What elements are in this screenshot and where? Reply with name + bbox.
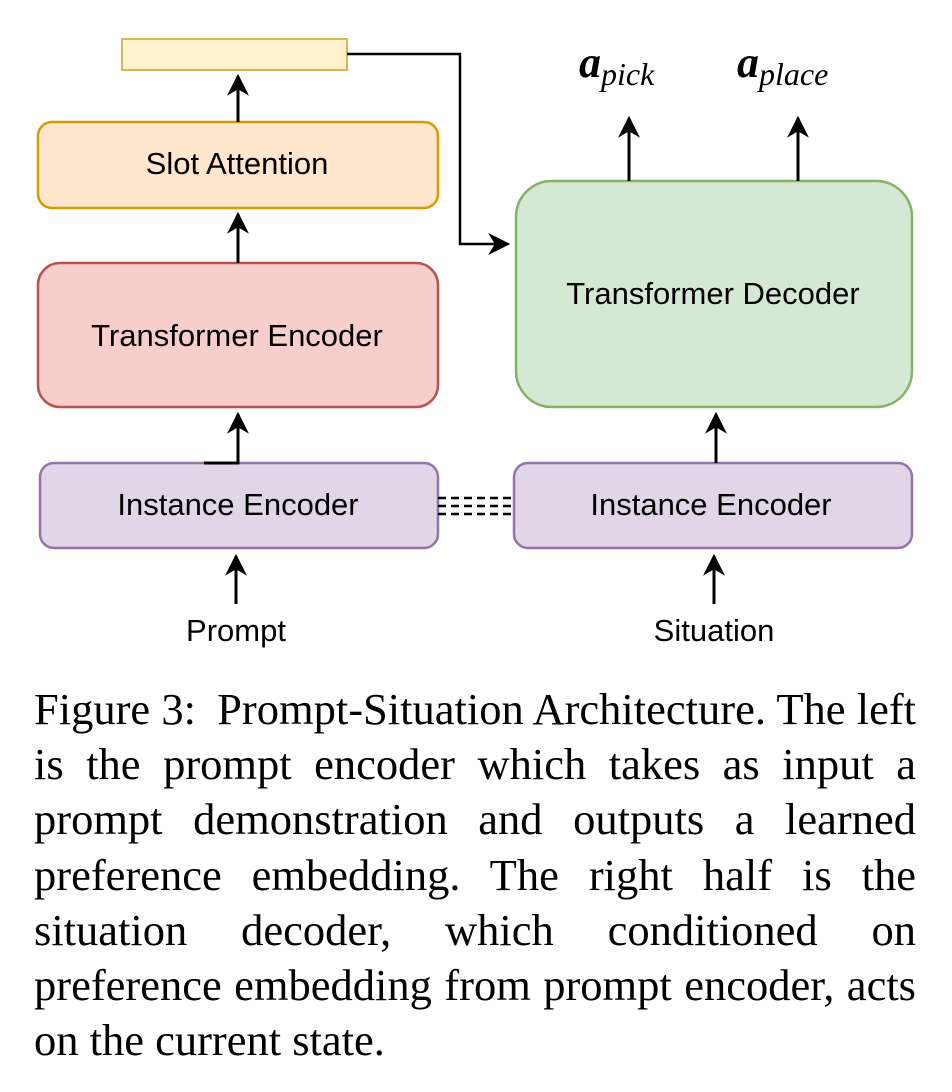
transformer-decoder-box <box>514 179 914 409</box>
arrow-instance-to-encoder <box>204 411 249 465</box>
preference-embedding <box>121 38 348 71</box>
prompt-input-label: Prompt <box>186 613 286 648</box>
figure-caption: Figure 3: Prompt-Situation Architecture.… <box>34 682 916 1068</box>
caption-text: Prompt-Situation Architecture. The left … <box>34 684 916 1066</box>
arrow-embedding-to-decoder <box>347 52 511 255</box>
slot-attention-label: Slot Attention <box>146 146 329 181</box>
figure-label: Figure 3: <box>34 684 196 734</box>
situation-input-label: Situation <box>654 613 775 648</box>
shared-weights-connector <box>438 496 514 516</box>
transformer-encoder-label: Transformer Encoder <box>91 318 383 353</box>
output-pick-label: apick <box>579 38 655 92</box>
transformer-decoder-label: Transformer Decoder <box>566 276 859 311</box>
situation-instance-encoder-label: Instance Encoder <box>590 487 831 522</box>
output-place-label: aplace <box>737 38 828 92</box>
situation-instance-encoder-box <box>512 461 914 550</box>
architecture-diagram: Slot Attention Transformer Encoder Insta… <box>36 38 914 648</box>
prompt-instance-encoder-label: Instance Encoder <box>117 487 358 522</box>
